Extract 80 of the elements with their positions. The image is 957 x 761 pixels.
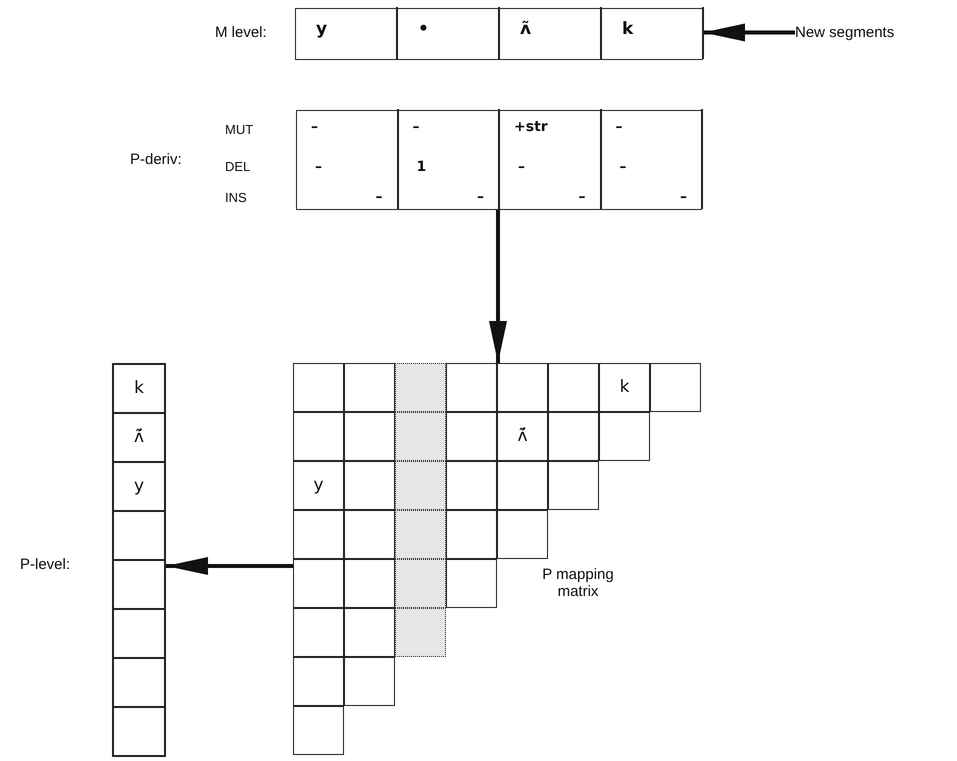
arrow	[703, 24, 795, 42]
arrow	[489, 210, 507, 363]
grid-cell	[344, 412, 395, 461]
row-label: DEL	[225, 159, 250, 174]
grid-cell	[293, 363, 344, 412]
grid-cell	[344, 363, 395, 412]
row-label: P-level:	[20, 556, 70, 573]
grid-cell	[113, 609, 165, 658]
grid-cell	[446, 559, 497, 608]
grid-cell	[446, 461, 497, 510]
grid-cell	[293, 706, 344, 755]
grid-cell	[446, 363, 497, 412]
feature-value: –	[376, 188, 382, 207]
row-label: MUT	[225, 122, 254, 137]
segment-table	[296, 110, 702, 210]
grid-cell	[446, 412, 497, 461]
grid-cell	[293, 559, 344, 608]
segment-symbol: ʌ̃́	[132, 426, 146, 446]
shaded-grid-cell	[395, 510, 446, 559]
arrow	[166, 557, 293, 575]
feature-value: –	[578, 188, 586, 207]
segment-symbol: ʌ̃́	[516, 426, 529, 446]
feature-value: –	[412, 118, 420, 137]
grid-cell	[113, 707, 165, 756]
feature-value: –	[680, 188, 687, 207]
grid-cell	[113, 462, 165, 511]
grid-cell	[548, 461, 599, 510]
shaded-grid-cell	[395, 363, 446, 412]
grid-cell	[599, 412, 650, 461]
row-label: INS	[225, 190, 247, 205]
grid-cell	[293, 657, 344, 706]
grid-cell	[446, 510, 497, 559]
row-label: P-deriv:	[130, 151, 182, 168]
feature-value: –	[311, 118, 318, 137]
grid-cell	[344, 608, 395, 657]
grid-cell	[344, 559, 395, 608]
segment-symbol: y	[316, 19, 328, 39]
grid-cell	[650, 363, 701, 412]
feature-value: –	[620, 158, 626, 177]
grid-cell	[113, 413, 165, 462]
grid-cell	[344, 510, 395, 559]
grid-cell	[497, 363, 548, 412]
grid-cell	[548, 363, 599, 412]
grid-cell	[599, 363, 650, 412]
feature-value: –	[315, 158, 322, 177]
row-label: P mapping matrix	[541, 566, 615, 600]
feature-value: –	[616, 118, 622, 137]
grid-cell	[497, 510, 548, 559]
grid-cell	[293, 510, 344, 559]
feature-value: +str	[514, 118, 548, 137]
grid-cell	[113, 364, 165, 413]
grid-cell	[113, 658, 165, 707]
grid-cell	[344, 657, 395, 706]
segment-symbol: k	[618, 376, 630, 396]
grid-cell	[293, 412, 344, 461]
grid-cell	[293, 461, 344, 510]
shaded-grid-cell	[395, 608, 446, 657]
feature-value: –	[518, 158, 525, 177]
grid-cell	[497, 412, 548, 461]
grid-cell	[113, 560, 165, 609]
shaded-grid-cell	[395, 559, 446, 608]
segment-symbol: y	[132, 476, 146, 496]
grid-cell	[548, 412, 599, 461]
annotation-text: New segments	[795, 24, 894, 41]
row-label: M level:	[215, 24, 267, 41]
grid-cell	[113, 511, 165, 560]
segment-table	[112, 363, 166, 757]
segment-symbol: k	[133, 378, 145, 398]
segment-symbol: ʌ̃	[520, 19, 532, 39]
segment-symbol: y	[312, 474, 325, 494]
segment-symbol: •	[418, 19, 429, 39]
grid-cell	[344, 461, 395, 510]
shaded-grid-cell	[395, 412, 446, 461]
grid-cell	[497, 461, 548, 510]
shaded-grid-cell	[395, 461, 446, 510]
grid-cell	[293, 608, 344, 657]
segment-symbol: k	[622, 19, 634, 39]
feature-value: 1	[416, 158, 426, 177]
feature-value: –	[477, 188, 484, 207]
segment-table	[295, 8, 703, 60]
